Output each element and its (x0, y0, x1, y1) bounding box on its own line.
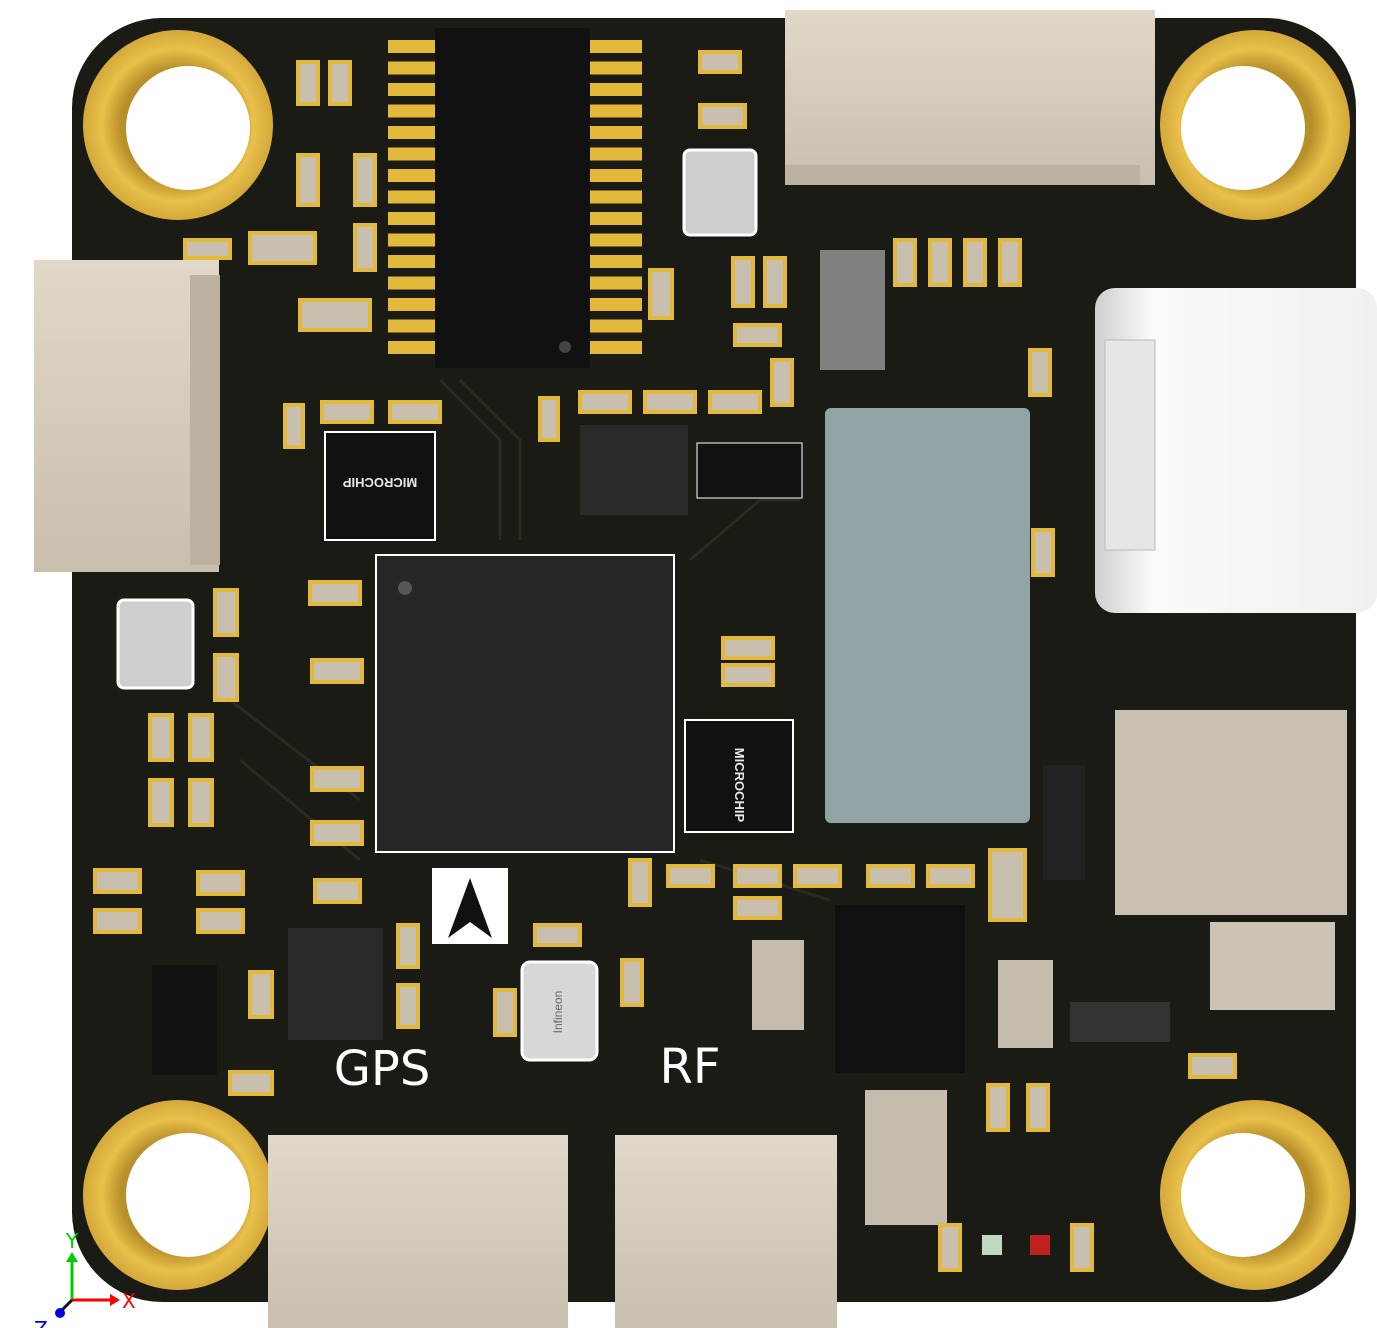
svg-text:Y: Y (65, 1229, 79, 1253)
svg-text:Z: Z (34, 1317, 48, 1328)
ic-lead (388, 169, 435, 182)
capacitor (865, 1090, 947, 1225)
capacitor (998, 960, 1053, 1048)
connector-rf (615, 1135, 837, 1328)
ic-lead (590, 298, 642, 311)
ic-lead (388, 104, 435, 118)
ic-lead (388, 126, 435, 139)
ic (1043, 765, 1085, 880)
crystal (682, 148, 758, 237)
ic (1070, 1002, 1170, 1042)
capacitor (820, 250, 885, 370)
ic-lead (590, 40, 642, 53)
ic-lead (388, 40, 435, 53)
ic (835, 905, 965, 1073)
ic (152, 965, 217, 1075)
usb-c-port (1095, 288, 1377, 613)
ic-lead (388, 276, 435, 290)
ic-lead (388, 298, 435, 311)
ic-lead (388, 255, 435, 268)
microchip-ic-right: MICROCHIP (684, 719, 794, 833)
inductor (1115, 710, 1347, 915)
ic-lead (388, 190, 435, 204)
ic-lead (590, 276, 642, 290)
rf-label: RF (660, 1039, 721, 1095)
ic-lead (388, 83, 435, 96)
led-red (1030, 1235, 1050, 1255)
flash-ic (388, 28, 642, 368)
svg-text:X: X (122, 1289, 136, 1313)
ic-lead (590, 341, 642, 354)
capacitor (1210, 922, 1335, 1010)
svg-text:MICROCHIP: MICROCHIP (342, 475, 417, 490)
capacitor (752, 940, 804, 1030)
ic-lead (590, 233, 642, 247)
passive-components (93, 50, 1237, 1272)
ic (580, 425, 688, 515)
mounting-holes (83, 30, 1350, 1290)
svg-text:MICROCHIP: MICROCHIP (732, 748, 747, 823)
ic-lead (590, 255, 642, 268)
ic-lead (590, 169, 642, 182)
ic-lead (590, 83, 642, 96)
ic-lead (590, 147, 642, 161)
mcu-chip (375, 554, 675, 853)
ic (288, 928, 383, 1040)
microchip-ic-left: MICROCHIP (324, 431, 436, 541)
barometer-sensor: Infineon (520, 960, 599, 1062)
connector-left (34, 260, 220, 572)
crystal (116, 598, 195, 690)
ic-lead (590, 104, 642, 118)
sd-card-slot (825, 408, 1030, 823)
ic-lead (590, 126, 642, 139)
svg-text:Infineon: Infineon (551, 991, 565, 1034)
connector-top (785, 10, 1155, 185)
led-green (982, 1235, 1002, 1255)
gps-label: GPS (334, 1041, 431, 1097)
ic-lead (388, 341, 435, 354)
ic-lead (388, 319, 435, 333)
ic-lead (590, 212, 642, 225)
ic-lead (388, 233, 435, 247)
axis-gizmo: Y X Z (34, 1229, 136, 1328)
ic-lead (388, 61, 435, 75)
ic-lead (590, 61, 642, 75)
ic-lead (388, 212, 435, 225)
ic-lead (388, 147, 435, 161)
ic (696, 442, 803, 499)
connector-gps (268, 1135, 568, 1328)
arrow-logo (432, 868, 508, 944)
ic-lead (590, 190, 642, 204)
ic-lead (590, 319, 642, 333)
